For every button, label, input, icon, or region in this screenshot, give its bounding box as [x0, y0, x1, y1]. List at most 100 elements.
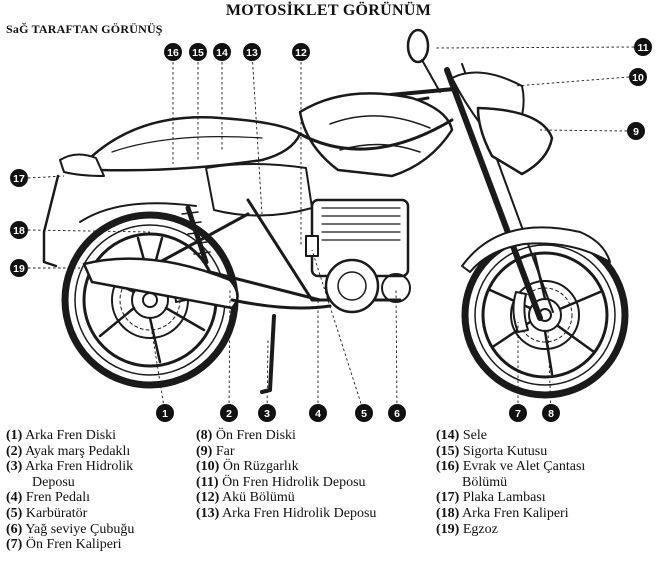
svg-text:10: 10: [632, 72, 644, 84]
legend-text: Sigorta Kutusu: [463, 444, 547, 459]
legend-number: (3): [6, 459, 22, 474]
legend-text: Karbüratör: [26, 506, 87, 521]
legend-text: Ön Fren Hidrolik Deposu: [222, 475, 366, 490]
legend-item-13: (13) Arka Fren Hidrolik Deposu: [196, 506, 436, 522]
legend-number: (10): [196, 459, 219, 474]
legend-text: Ön Fren Diski: [216, 428, 296, 443]
legend-item-2: (2) Ayak marş Pedaklı: [6, 444, 196, 460]
legend-item-1: (1) Arka Fren Diski: [6, 428, 196, 444]
legend-text: Egzoz: [463, 522, 498, 537]
svg-text:4: 4: [315, 408, 321, 420]
legend-number: (6): [6, 522, 22, 537]
legend-text: Yağ seviye Çubuğu: [25, 522, 134, 537]
svg-text:5: 5: [361, 408, 367, 420]
legend-text: Ayak marş Pedaklı: [25, 444, 130, 459]
legend-item-12: (12) Akü Bölümü: [196, 490, 436, 506]
legend-item-16: (16) Evrak ve Alet Çantası: [436, 459, 654, 475]
legend-text: Fren Pedalı: [26, 490, 90, 505]
svg-text:1: 1: [162, 408, 168, 420]
callout-5: 5: [355, 404, 373, 422]
license-plate-bracket: [44, 176, 58, 266]
legend-item-16-continued: Bölümü: [436, 475, 654, 491]
legend-number: (17): [436, 490, 459, 505]
svg-text:14: 14: [216, 47, 228, 59]
legend-text: Evrak ve Alet Çantası: [463, 459, 585, 474]
legend-text: Arka Fren Hidrolik: [25, 459, 133, 474]
svg-text:18: 18: [13, 225, 25, 237]
svg-text:16: 16: [167, 47, 179, 59]
callout-16: 16: [164, 43, 182, 61]
legend-item-7: (7) Ön Fren Kaliperi: [6, 537, 196, 553]
legend-number: (9): [196, 444, 212, 459]
legend-text: Ön Fren Kaliperi: [26, 537, 122, 552]
svg-text:15: 15: [192, 47, 204, 59]
headlight-fairing: [478, 108, 552, 174]
legend-item-17: (17) Plaka Lambası: [436, 490, 654, 506]
callout-18: 18: [10, 221, 28, 239]
svg-text:8: 8: [548, 408, 554, 420]
legend-text: Arka Fren Kaliperi: [462, 506, 569, 521]
callout-7: 7: [509, 404, 527, 422]
callout-14: 14: [213, 43, 231, 61]
callout-4: 4: [309, 404, 327, 422]
legend-number: (7): [6, 537, 22, 552]
engine-block: [312, 200, 410, 312]
front-brake-caliper: [513, 292, 528, 332]
svg-text:6: 6: [394, 408, 400, 420]
legend-item-10: (10) Ön Rüzgarlık: [196, 459, 436, 475]
legend-text: Ön Rüzgarlık: [223, 459, 299, 474]
legend-item-5: (5) Karbüratör: [6, 506, 196, 522]
fuel-tank: [300, 93, 452, 176]
side-cover: [206, 164, 312, 216]
callout-3: 3: [258, 404, 276, 422]
legend-number: (1): [6, 428, 22, 443]
legend-item-18: (18) Arka Fren Kaliperi: [436, 506, 654, 522]
callout-19: 19: [10, 259, 28, 277]
legend-number: (12): [196, 490, 219, 505]
legend-number: (15): [436, 444, 459, 459]
legend-item-3: (3) Arka Fren Hidrolik: [6, 459, 196, 475]
mirror: [408, 30, 440, 92]
callout-12: 12: [292, 43, 310, 61]
legend-text: Arka Fren Diski: [25, 428, 116, 443]
legend-text: Plaka Lambası: [463, 490, 546, 505]
legend-column-2: (8) Ön Fren Diski (9) Far (10) Ön Rüzgar…: [196, 428, 436, 522]
legend-item-9: (9) Far: [196, 444, 436, 460]
side-stand: [262, 316, 274, 392]
legend-number: (8): [196, 428, 212, 443]
legend-item-14: (14) Sele: [436, 428, 654, 444]
svg-text:19: 19: [13, 263, 25, 275]
callout-6: 6: [388, 404, 406, 422]
motorcycle-diagram: 1 2 3 4 5 6 7 8 9 10 11 12 13 14 15 16 1…: [0, 0, 657, 425]
svg-text:2: 2: [226, 408, 232, 420]
legend-number: (13): [196, 506, 219, 521]
legend-number: (2): [6, 444, 22, 459]
legend-item-6: (6) Yağ seviye Çubuğu: [6, 522, 196, 538]
legend-number: (11): [196, 475, 219, 490]
callout-9: 9: [627, 122, 645, 140]
exhaust-muffler: [84, 259, 238, 308]
legend-item-15: (15) Sigorta Kutusu: [436, 444, 654, 460]
svg-text:7: 7: [515, 408, 521, 420]
callout-1: 1: [156, 404, 174, 422]
callout-10: 10: [629, 68, 647, 86]
svg-text:17: 17: [13, 173, 25, 185]
legend-number: (16): [436, 459, 459, 474]
legend-item-4: (4) Fren Pedalı: [6, 490, 196, 506]
svg-text:11: 11: [637, 42, 648, 54]
callout-11: 11: [634, 38, 652, 56]
legend-column-1: (1) Arka Fren Diski (2) Ayak marş Pedakl…: [6, 428, 196, 553]
legend-item-8: (8) Ön Fren Diski: [196, 428, 436, 444]
callout-8: 8: [542, 404, 560, 422]
legend-item-11: (11) Ön Fren Hidrolik Deposu: [196, 475, 436, 491]
legend-item-19: (19) Egzoz: [436, 522, 654, 538]
legend-text: Sele: [463, 428, 487, 443]
callout-17: 17: [10, 169, 28, 187]
legend-item-3-continued: Deposu: [6, 475, 196, 491]
legend-number: (4): [6, 490, 22, 505]
motorcycle-illustration: [44, 30, 625, 395]
callout-13: 13: [243, 43, 261, 61]
legend-number: (19): [436, 522, 459, 537]
callout-2: 2: [220, 404, 238, 422]
legend-number: (18): [436, 506, 459, 521]
